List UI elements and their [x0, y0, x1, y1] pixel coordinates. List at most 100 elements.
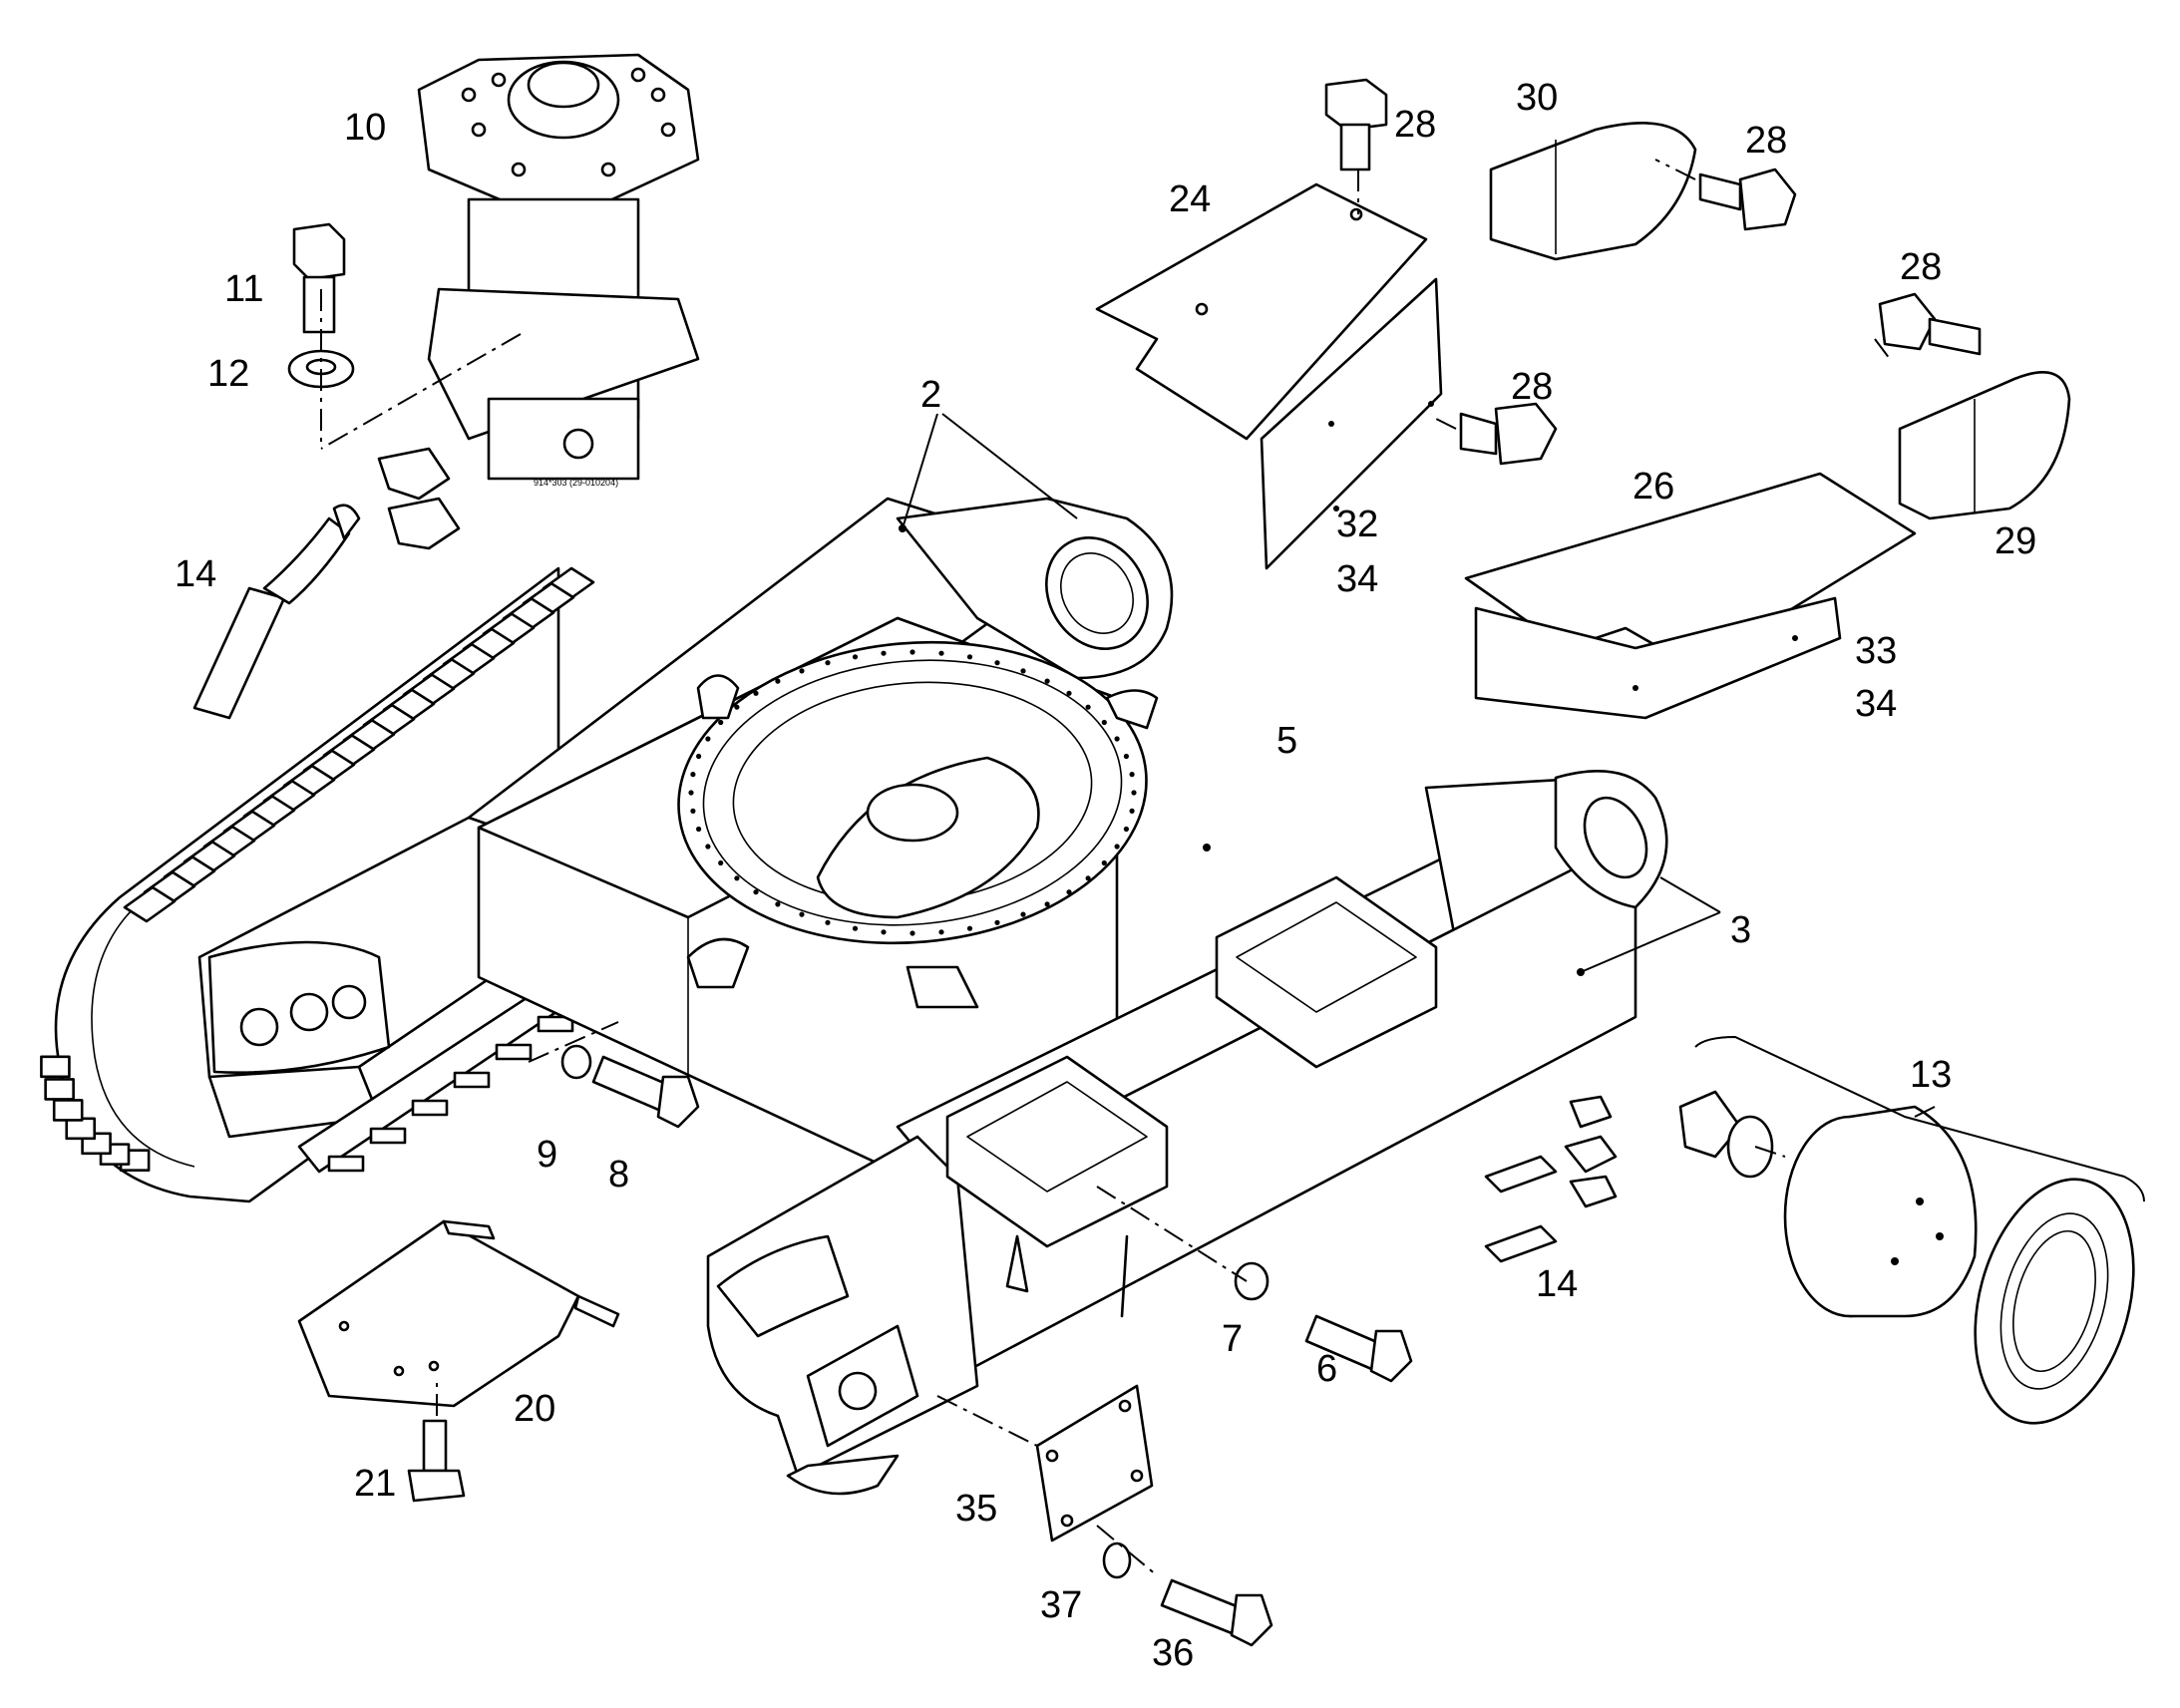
ring-bolt	[825, 919, 831, 925]
track-lug	[52, 1099, 84, 1122]
callout-29: 29	[1995, 520, 2036, 562]
track-roller	[495, 1043, 533, 1061]
ring-bolt	[1123, 753, 1129, 760]
bolt-6	[1304, 1314, 1413, 1383]
travel-motor-assembly	[1678, 1090, 2135, 1425]
ring-bolt	[1085, 704, 1091, 710]
cover-plate-32	[1260, 277, 1443, 570]
ring-bolt	[909, 649, 915, 655]
callout-6: 6	[1316, 1348, 1337, 1390]
ring-bolt	[1085, 875, 1091, 881]
drive-sprocket	[1974, 1178, 2135, 1425]
hose-fitting-14	[192, 447, 461, 720]
ring-bolt	[909, 930, 915, 936]
callout-10: 10	[344, 107, 386, 149]
ring-bolt	[1101, 859, 1107, 866]
track-lug	[40, 1055, 71, 1079]
rotary-joint: 914*303 (29-010204)	[417, 53, 700, 488]
washer-7	[1234, 1261, 1270, 1301]
callout-7: 7	[1222, 1318, 1243, 1360]
ring-bolt	[1129, 808, 1135, 815]
ring-bolt	[1129, 772, 1135, 778]
ring-bolt	[938, 929, 944, 935]
leader-lines	[902, 413, 1721, 973]
cover-plate-24	[1095, 182, 1428, 441]
callout-28-middle: 28	[1511, 366, 1553, 408]
bracket-13	[1694, 1035, 2145, 1202]
callout-2: 2	[920, 374, 941, 416]
hose-fittings-14	[1484, 1095, 1618, 1263]
track-lug	[123, 885, 177, 923]
mounting-hole	[600, 162, 616, 177]
ring-bolt	[696, 753, 702, 760]
bolt-28-right-top	[1698, 168, 1797, 231]
callout-37: 37	[1040, 1584, 1082, 1626]
ring-bolt	[753, 889, 759, 895]
ring-bolt	[1066, 889, 1072, 895]
ring-bolt	[881, 650, 887, 656]
ring-bolt	[1114, 736, 1120, 742]
assembly-lines	[320, 159, 1891, 1576]
ring-bolt	[718, 859, 724, 866]
bolt-21	[407, 1419, 466, 1503]
ring-bolt	[696, 826, 702, 833]
ring-bolt	[938, 650, 944, 656]
track-roller	[369, 1127, 407, 1145]
mounting-hole	[471, 122, 487, 138]
mounting-hole	[630, 67, 646, 83]
callout-21: 21	[354, 1463, 396, 1505]
ring-bolt	[1044, 901, 1050, 907]
mounting-hole	[491, 72, 507, 88]
callout-13: 13	[1910, 1054, 1952, 1096]
ring-bolt	[690, 808, 696, 815]
ring-bolt	[775, 678, 781, 684]
track-roller	[453, 1071, 491, 1089]
callout-30: 30	[1516, 77, 1558, 119]
bolt-28-middle	[1459, 402, 1558, 466]
callout-3: 3	[1730, 909, 1751, 951]
ring-bolt	[1066, 690, 1072, 696]
ring-bolt	[690, 772, 696, 778]
ring-bolt	[852, 654, 859, 660]
cover-plate-35	[1035, 1384, 1154, 1542]
bolt-36	[1160, 1578, 1273, 1647]
callout-20: 20	[514, 1388, 555, 1430]
callout-8: 8	[608, 1154, 629, 1196]
callout-26: 26	[1633, 466, 1674, 508]
access-plate-20	[297, 1219, 580, 1408]
callout-labels: 2 3 5 6 7 8 9 10 11 12 13 14 14 20 21 24…	[175, 77, 2036, 1674]
mounting-hole	[660, 122, 676, 138]
callout-11: 11	[224, 268, 263, 310]
bolt-11	[292, 222, 346, 334]
bolt-28-top	[1324, 78, 1388, 171]
ring-bolt	[1101, 719, 1107, 726]
callout-28-right-top: 28	[1745, 120, 1787, 162]
ring-bolt	[799, 668, 805, 674]
rotary-joint-stamp: 914*303 (29-010204)	[534, 478, 618, 488]
ring-bolt	[881, 929, 887, 935]
callout-32: 32	[1336, 504, 1378, 545]
callout-24: 24	[1169, 178, 1211, 220]
ring-bolt	[1020, 911, 1026, 917]
callout-5: 5	[1276, 720, 1297, 762]
callout-28-top: 28	[1394, 104, 1436, 146]
ring-bolt	[718, 719, 724, 726]
track-lug	[44, 1078, 75, 1101]
track-lug	[65, 1117, 97, 1141]
callout-34-top: 34	[1336, 558, 1378, 600]
mounting-hole	[650, 87, 666, 103]
ring-bolt	[1114, 844, 1120, 850]
track-roller	[411, 1099, 449, 1117]
track-roller	[537, 1015, 574, 1033]
ring-bolt	[852, 925, 859, 931]
callout-9: 9	[537, 1134, 557, 1176]
callout-35: 35	[955, 1488, 997, 1530]
side-cover-30	[1489, 122, 1697, 261]
ring-bolt	[799, 911, 805, 917]
ring-bolt	[994, 919, 1000, 925]
rubber-track	[40, 566, 595, 1203]
bolt-28-right-middle	[1878, 292, 1982, 356]
undercarriage-frame	[197, 497, 1668, 1496]
ring-bolt	[775, 901, 781, 907]
mounting-hole	[511, 162, 527, 177]
